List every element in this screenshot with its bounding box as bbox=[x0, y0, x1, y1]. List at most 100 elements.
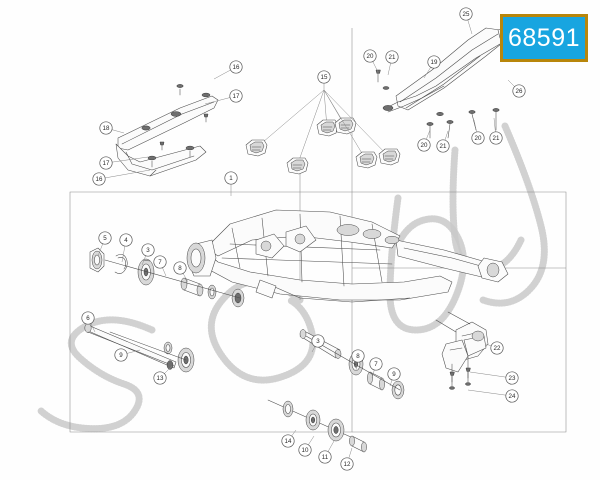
callout-circle bbox=[417, 138, 431, 152]
callout-21: 21 bbox=[436, 139, 450, 153]
callout-circle bbox=[141, 243, 155, 257]
part-chain-guard-upper bbox=[115, 95, 219, 177]
callout-label: 21 bbox=[493, 135, 500, 142]
callout-6: 6 bbox=[81, 311, 95, 325]
callout-7: 7 bbox=[153, 255, 167, 269]
callout-label: 20 bbox=[421, 142, 428, 149]
callout-label: 12 bbox=[344, 461, 351, 468]
callout-label: 26 bbox=[516, 88, 523, 95]
callout-20: 20 bbox=[363, 49, 377, 63]
callout-label: 24 bbox=[509, 393, 516, 400]
cable-clip-part bbox=[245, 139, 268, 157]
callout-label: 22 bbox=[494, 345, 501, 352]
callout-circle bbox=[512, 84, 526, 98]
callout-circle bbox=[281, 434, 295, 448]
callout-17: 17 bbox=[99, 156, 113, 170]
callout-3: 3 bbox=[311, 334, 325, 348]
callout-circle bbox=[490, 341, 504, 355]
cable-clip-part bbox=[316, 119, 339, 137]
clip-leader-line bbox=[255, 89, 325, 149]
callout-circle bbox=[98, 231, 112, 245]
callout-circle bbox=[81, 311, 95, 325]
callout-circle bbox=[489, 131, 503, 145]
callout-16: 16 bbox=[92, 172, 106, 186]
callout-14: 14 bbox=[281, 434, 295, 448]
callout-label: 10 bbox=[302, 447, 309, 454]
part-cable-clips bbox=[245, 89, 401, 175]
callout-circle bbox=[351, 349, 365, 363]
callout-5: 5 bbox=[98, 231, 112, 245]
callout-circle bbox=[471, 131, 485, 145]
callout-circle bbox=[229, 89, 243, 103]
callout-21: 21 bbox=[385, 50, 399, 64]
callout-leader-line bbox=[469, 371, 513, 379]
callout-circle bbox=[459, 7, 473, 21]
part-chainstay-bolts bbox=[375, 69, 500, 139]
part-bearings-left-lower bbox=[109, 331, 195, 373]
callout-leader-line bbox=[467, 389, 513, 397]
callout-9: 9 bbox=[387, 367, 401, 381]
callout-16: 16 bbox=[229, 60, 243, 74]
callout-12: 12 bbox=[340, 457, 354, 471]
cable-clip-part bbox=[378, 148, 401, 166]
callout-label: 17 bbox=[233, 93, 240, 100]
callout-3: 3 bbox=[141, 243, 155, 257]
callout-15: 15 bbox=[317, 70, 331, 84]
callout-circle bbox=[505, 371, 519, 385]
callout-label: 3 bbox=[146, 247, 150, 254]
callout-circle bbox=[173, 261, 187, 275]
part-axle-shaft-left bbox=[84, 323, 177, 370]
callout-circle bbox=[153, 371, 167, 385]
callout-label: 25 bbox=[463, 11, 470, 18]
part-bearing-row-left bbox=[89, 247, 245, 308]
callout-4: 4 bbox=[119, 233, 133, 247]
callout-label: 15 bbox=[321, 74, 328, 81]
callout-label: 5 bbox=[103, 235, 107, 242]
callout-label: 8 bbox=[178, 265, 182, 272]
callout-13: 13 bbox=[153, 371, 167, 385]
callout-label: 9 bbox=[392, 371, 396, 378]
callout-17: 17 bbox=[229, 89, 243, 103]
callout-label: 16 bbox=[96, 176, 103, 183]
callout-circle bbox=[229, 60, 243, 74]
part-number-badge: 68591 bbox=[500, 14, 588, 62]
callout-circle bbox=[311, 334, 325, 348]
part-swingarm-main bbox=[186, 209, 509, 303]
callout-label: 19 bbox=[431, 59, 438, 66]
callout-20: 20 bbox=[417, 138, 431, 152]
callout-11: 11 bbox=[318, 450, 332, 464]
callout-leader-line bbox=[98, 169, 151, 180]
callout-circle bbox=[224, 171, 238, 185]
callout-19: 19 bbox=[427, 55, 441, 69]
callout-7: 7 bbox=[369, 357, 383, 371]
callout-circle bbox=[436, 139, 450, 153]
clip-leader-line bbox=[323, 89, 367, 161]
callout-circle bbox=[385, 50, 399, 64]
callout-circle bbox=[318, 450, 332, 464]
callout-circle bbox=[99, 156, 113, 170]
callout-label: 17 bbox=[103, 160, 110, 167]
callout-label: 23 bbox=[509, 375, 516, 382]
part-cable-routing bbox=[385, 35, 525, 113]
callout-circle bbox=[119, 233, 133, 247]
callout-label: 1 bbox=[229, 175, 233, 182]
callout-8: 8 bbox=[351, 349, 365, 363]
callout-label: 16 bbox=[233, 64, 240, 71]
callout-circle bbox=[298, 443, 312, 457]
callout-circle bbox=[99, 121, 113, 135]
cable-clip-part bbox=[355, 151, 378, 169]
cable-clip-part bbox=[286, 157, 309, 175]
callout-label: 6 bbox=[86, 315, 90, 322]
callout-circle bbox=[92, 172, 106, 186]
callout-circle bbox=[427, 55, 441, 69]
callout-22: 22 bbox=[490, 341, 504, 355]
callout-circle bbox=[153, 255, 167, 269]
callout-circle bbox=[369, 357, 383, 371]
callout-25: 25 bbox=[459, 7, 473, 21]
callout-circle bbox=[317, 70, 331, 84]
callout-label: 8 bbox=[356, 353, 360, 360]
callout-label: 4 bbox=[124, 237, 128, 244]
